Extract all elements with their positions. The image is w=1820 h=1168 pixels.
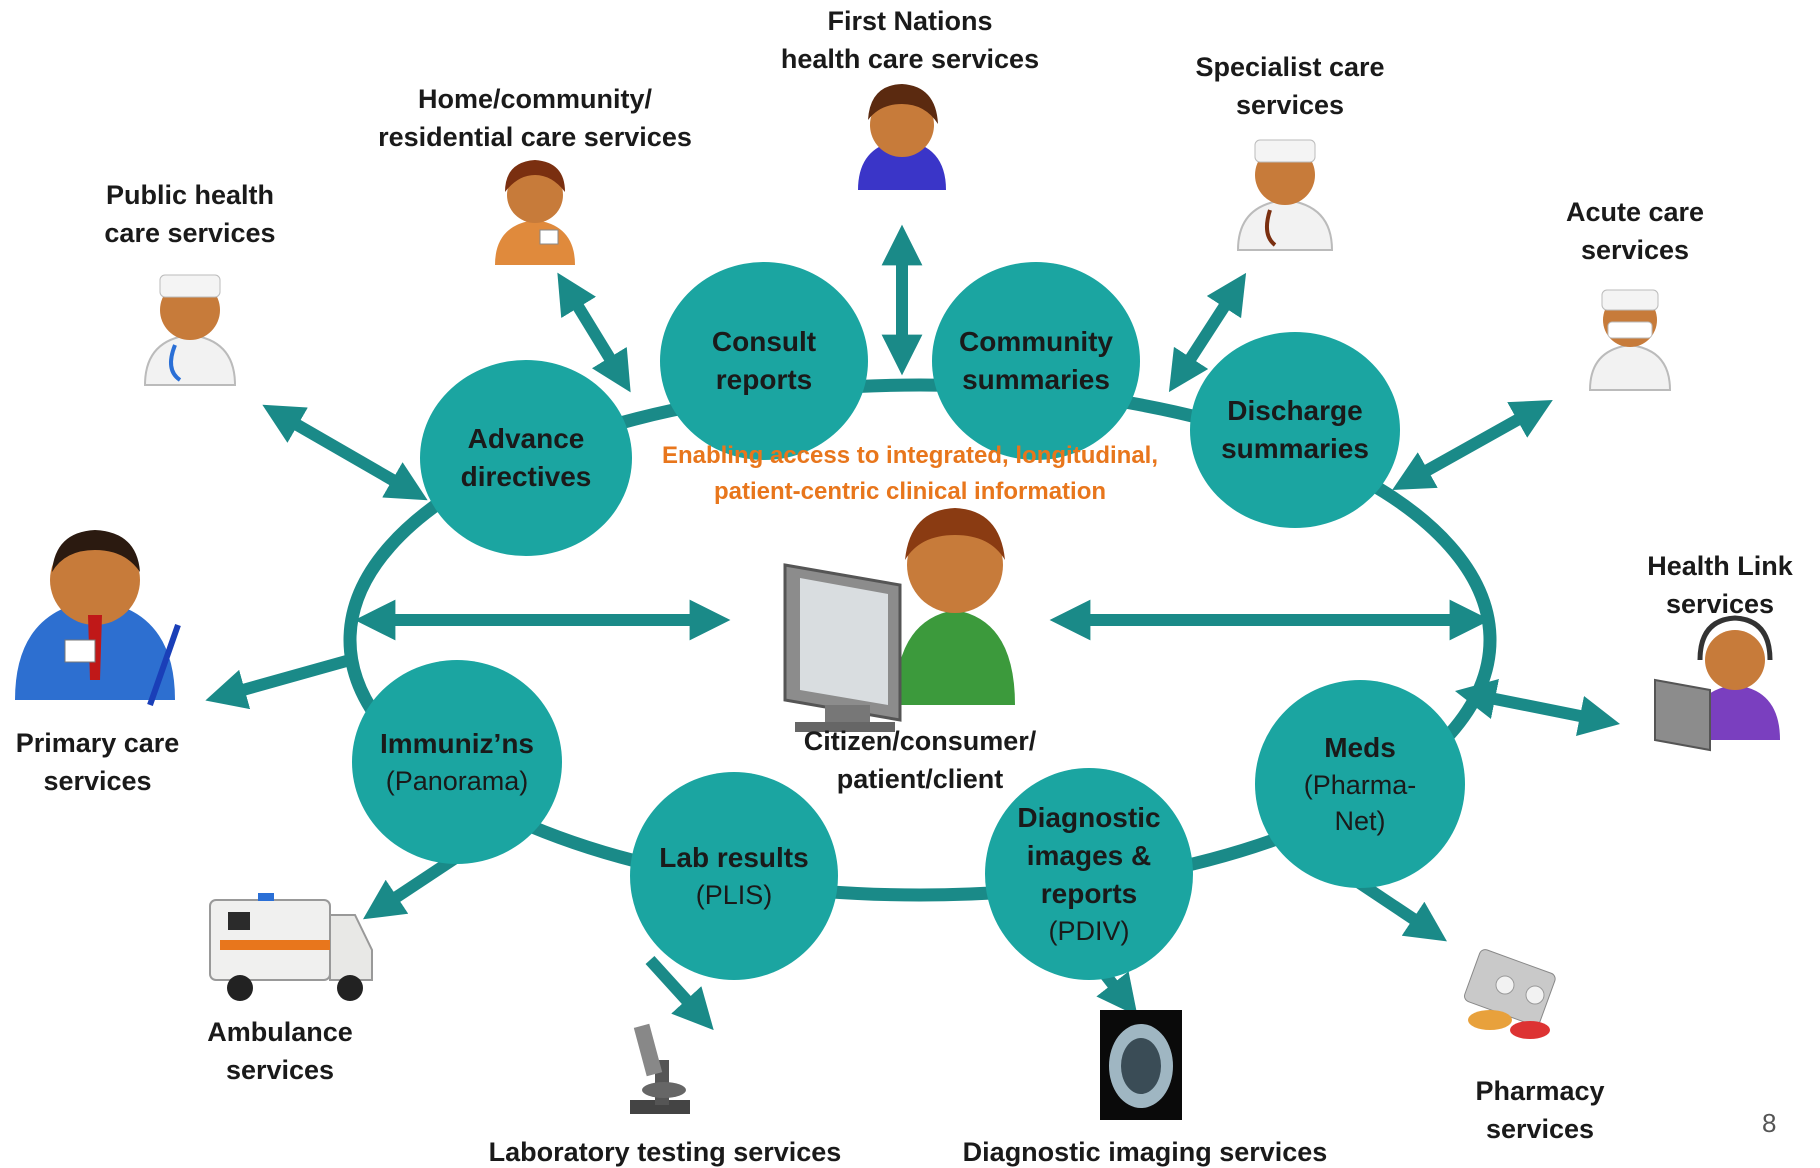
pills-icon <box>1464 949 1556 1039</box>
label-diagnostic-imaging: Diagnostic imaging services <box>962 1137 1328 1167</box>
arrow-ambulance <box>362 849 464 920</box>
node-consult-reports[interactable]: Consult reports <box>660 262 868 460</box>
node-title: Community summaries <box>959 326 1113 395</box>
node-title: Discharge summaries <box>1221 395 1369 464</box>
node-title: Diagnostic images & reports <box>1017 802 1161 909</box>
label-health-link: Health Link services <box>1647 551 1793 619</box>
node-title: Lab results <box>659 842 809 873</box>
arrow-acute <box>1392 400 1553 490</box>
node-meds[interactable]: Meds (Pharma- Net) <box>1255 680 1465 888</box>
node-lab-results[interactable]: Lab results (PLIS) <box>630 772 838 980</box>
brain-scan-icon <box>1100 1010 1182 1120</box>
doctor-icon <box>1588 289 1672 391</box>
label-laboratory-testing: Laboratory testing services <box>488 1137 842 1167</box>
label-first-nations: First Nations health care services <box>780 6 1040 74</box>
node-community-summaries[interactable]: Community summaries <box>932 262 1140 460</box>
node-subtitle: (PLIS) <box>695 880 773 910</box>
label-primary-care: Primary care services <box>15 728 180 796</box>
page-number: 8 <box>1762 1108 1777 1138</box>
center-tagline: Enabling access to integrated, longitudi… <box>661 442 1159 505</box>
node-title: Meds <box>1324 732 1396 763</box>
computer-user-icon <box>783 508 1015 732</box>
doctor-icon <box>15 530 181 706</box>
center-label: Citizen/consumer/ patient/client <box>803 726 1037 794</box>
node-subtitle: (PDIV) <box>1048 916 1130 946</box>
label-specialist: Specialist care services <box>1195 52 1385 120</box>
node-diagnostic-images[interactable]: Diagnostic images & reports (PDIV) <box>985 768 1193 980</box>
arrow-home <box>557 272 631 393</box>
node-subtitle: (Pharma- Net) <box>1303 770 1417 836</box>
node-immunizations[interactable]: Immuniz’ns (Panorama) <box>352 660 562 864</box>
label-public-health: Public health care services <box>104 180 276 248</box>
arrow-public <box>262 404 428 501</box>
label-home-community: Home/community/ residential care service… <box>378 84 692 152</box>
doctor-icon <box>1236 139 1334 251</box>
node-title: Immuniz’ns <box>379 728 534 759</box>
ambulance-icon <box>209 893 373 1001</box>
arrow-lab-testing <box>645 955 714 1031</box>
label-ambulance: Ambulance services <box>207 1017 353 1085</box>
node-subtitle: (Panorama) <box>385 766 529 796</box>
node-advance-directives[interactable]: Advance directives <box>420 360 632 556</box>
node-title: Advance directives <box>460 423 592 492</box>
arrow-specialist <box>1168 272 1247 393</box>
nurse-icon <box>858 84 946 190</box>
doctor-icon <box>143 274 237 386</box>
arrow-primary <box>205 654 352 710</box>
microscope-icon <box>630 1023 690 1114</box>
arrow-health-link <box>1454 678 1621 737</box>
nurse-icon <box>495 160 575 265</box>
headset-operator-icon <box>1654 615 1780 752</box>
label-pharmacy: Pharmacy services <box>1475 1076 1605 1144</box>
node-discharge-summaries[interactable]: Discharge summaries <box>1190 332 1400 528</box>
node-title: Consult reports <box>711 326 817 395</box>
label-acute-care: Acute care services <box>1565 197 1705 265</box>
